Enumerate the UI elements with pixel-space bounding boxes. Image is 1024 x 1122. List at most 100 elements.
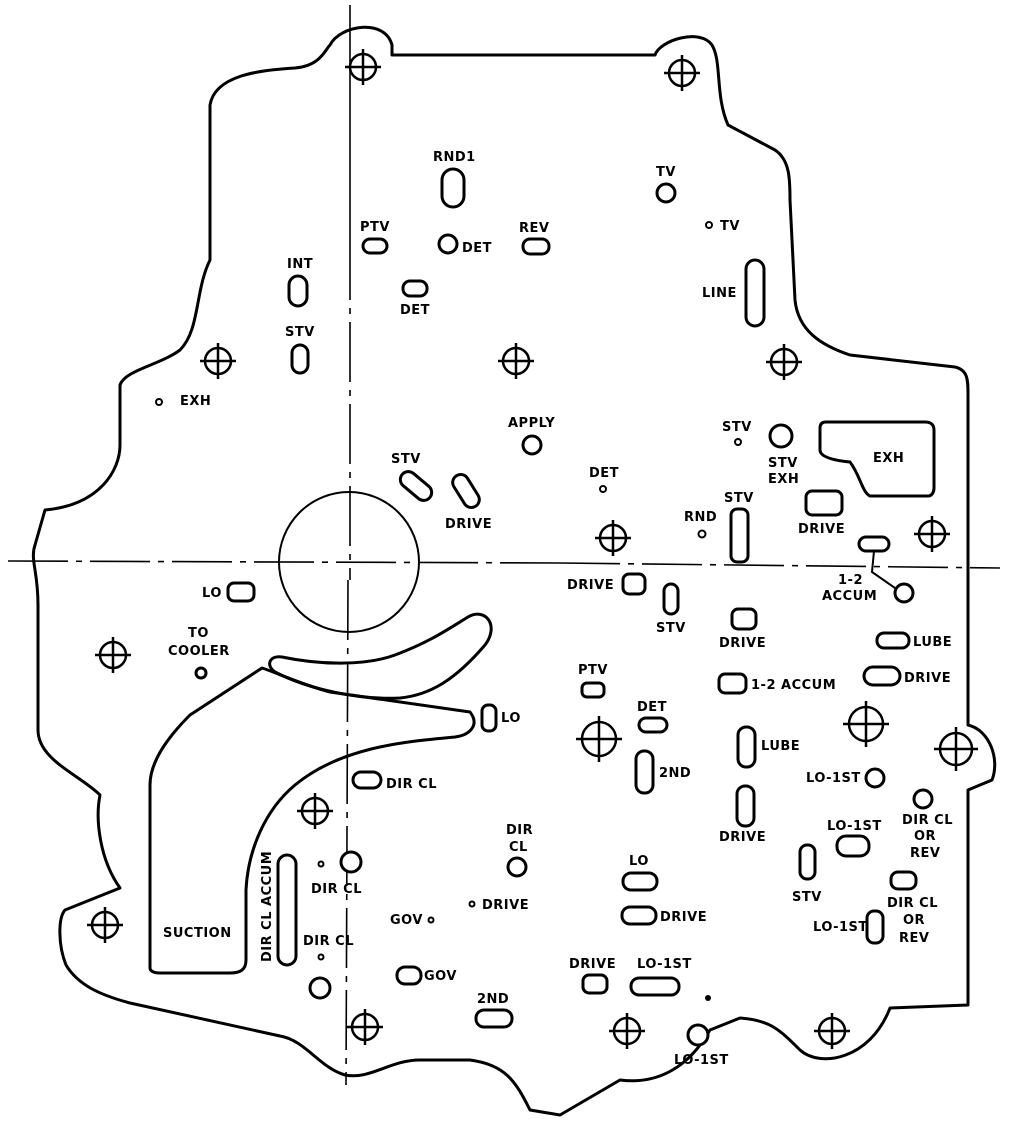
label-apply: APPLY — [508, 416, 555, 431]
port-int — [287, 274, 309, 308]
label-to-cooler-1: TO — [188, 626, 209, 641]
port-dir-cl-or-rev-2 — [889, 870, 918, 891]
port-lo-1st-long — [629, 976, 681, 997]
port-stv-left — [290, 343, 310, 375]
port-lo-mid — [480, 703, 498, 733]
target-icon — [914, 516, 950, 552]
target-icon — [95, 637, 131, 673]
label-tv-small: TV — [720, 219, 740, 234]
label-drive-center: DRIVE — [567, 578, 614, 593]
label-det-dot: DET — [589, 466, 619, 481]
leader-line — [870, 550, 896, 589]
target-icon — [609, 1013, 645, 1049]
port-stv-mid — [398, 470, 434, 502]
ports — [155, 167, 934, 1047]
label-1-2-accum-b: ACCUM — [822, 589, 877, 604]
pin-stv-right — [734, 438, 742, 446]
label-lo-left: LO — [202, 586, 222, 601]
label-drive-mid: DRIVE — [445, 517, 492, 532]
labels: RND1 TV TV PTV DET REV INT DET LINE STV … — [163, 150, 953, 1068]
target-icon — [664, 55, 700, 91]
label-drive-c2: DRIVE — [719, 636, 766, 651]
label-lo-1st-b: LO-1ST — [827, 819, 882, 834]
label-dir-cl-accum: DIR CL ACCUM — [260, 851, 275, 962]
pin-tv — [705, 221, 713, 229]
label-lube-mid: LUBE — [761, 739, 800, 754]
pin-dir-cl-c — [317, 953, 325, 961]
port-1-2-accum-long — [717, 672, 748, 695]
curved-slot — [268, 612, 493, 700]
port-det-lower — [637, 716, 669, 734]
label-stv-exh-1: STV — [768, 456, 798, 471]
port-drive-bottom — [581, 973, 609, 995]
port-det-upper — [401, 279, 429, 298]
target-icon — [814, 1013, 850, 1049]
label-lo-lower: LO — [629, 854, 649, 869]
port-det-round — [437, 233, 459, 255]
target-icon — [347, 1009, 383, 1045]
label-dir-mid-2: CL — [509, 840, 528, 855]
label-drive-lower: DRIVE — [719, 830, 766, 845]
target-icon — [843, 701, 889, 747]
label-det-round: DET — [462, 241, 492, 256]
port-2nd-bottom — [474, 1008, 514, 1029]
pin-gov-1 — [427, 916, 435, 924]
label-dir-cl-b: DIR CL — [311, 882, 362, 897]
pin-bottom — [705, 995, 711, 1001]
port-drive-lower-2 — [620, 905, 658, 926]
label-gov-2: GOV — [424, 969, 457, 984]
label-stv-tall: STV — [724, 491, 754, 506]
label-to-cooler-2: COOLER — [168, 644, 230, 659]
port-1-2-accum-small — [857, 535, 891, 553]
pin-drive-dot — [468, 900, 476, 908]
port-lube-top — [875, 631, 911, 650]
port-drive-center — [621, 572, 647, 596]
label-lube-top: LUBE — [913, 635, 952, 650]
pin-rnd — [697, 529, 707, 539]
target-icon — [595, 520, 631, 556]
port-dir-cl-or-rev-1 — [912, 788, 934, 810]
label-stv-exh-2: EXH — [768, 472, 799, 487]
bolt-targets — [87, 49, 978, 1049]
port-stv-center — [662, 582, 680, 616]
port-rev — [521, 237, 551, 256]
label-rev: REV — [519, 221, 549, 236]
label-ptv-top: PTV — [360, 220, 390, 235]
label-dir-cl-or-rev-2b: OR — [903, 913, 925, 928]
label-stv-left: STV — [285, 325, 315, 340]
port-dir-cl-b — [339, 850, 363, 874]
port-lo-lower — [621, 871, 659, 892]
label-drive-right: DRIVE — [798, 522, 845, 537]
port-lo-1st-b — [835, 834, 871, 858]
port-drive-right — [804, 489, 844, 517]
target-icon — [297, 793, 333, 829]
main-bore — [278, 491, 420, 633]
label-rnd: RND — [684, 510, 717, 525]
label-rnd1: RND1 — [433, 150, 476, 165]
port-to-cooler — [194, 666, 208, 680]
port-dir-cl-upper — [351, 770, 383, 790]
label-stv-lower: STV — [792, 890, 822, 905]
dir-cl-accum-slot — [276, 853, 298, 967]
label-dir-cl-c: DIR CL — [303, 934, 354, 949]
label-1-2-accum-a: 1-2 — [838, 573, 863, 588]
label-exh-left: EXH — [180, 394, 211, 409]
port-tv — [655, 182, 677, 204]
label-lo-1st-a: LO-1ST — [806, 771, 861, 786]
target-icon — [87, 907, 123, 943]
label-drive-lower-2: DRIVE — [660, 910, 707, 925]
pin-dir-cl-a — [317, 860, 325, 868]
label-dir-cl-or-rev-2a: DIR CL — [887, 896, 938, 911]
label-exh-pocket: EXH — [873, 451, 904, 466]
label-stv-center: STV — [656, 621, 686, 636]
label-lo-1st-bottom: LO-1ST — [674, 1053, 729, 1068]
target-icon — [200, 343, 236, 379]
label-lo-mid: LO — [501, 711, 521, 726]
port-drive-mid — [451, 473, 481, 509]
port-lo-1st-a — [864, 767, 886, 789]
port-drive-lower — [735, 784, 756, 828]
port-2nd-mid — [634, 749, 655, 795]
port-drive-c2 — [730, 607, 758, 631]
label-dir-cl-or-rev-2c: REV — [899, 931, 929, 946]
